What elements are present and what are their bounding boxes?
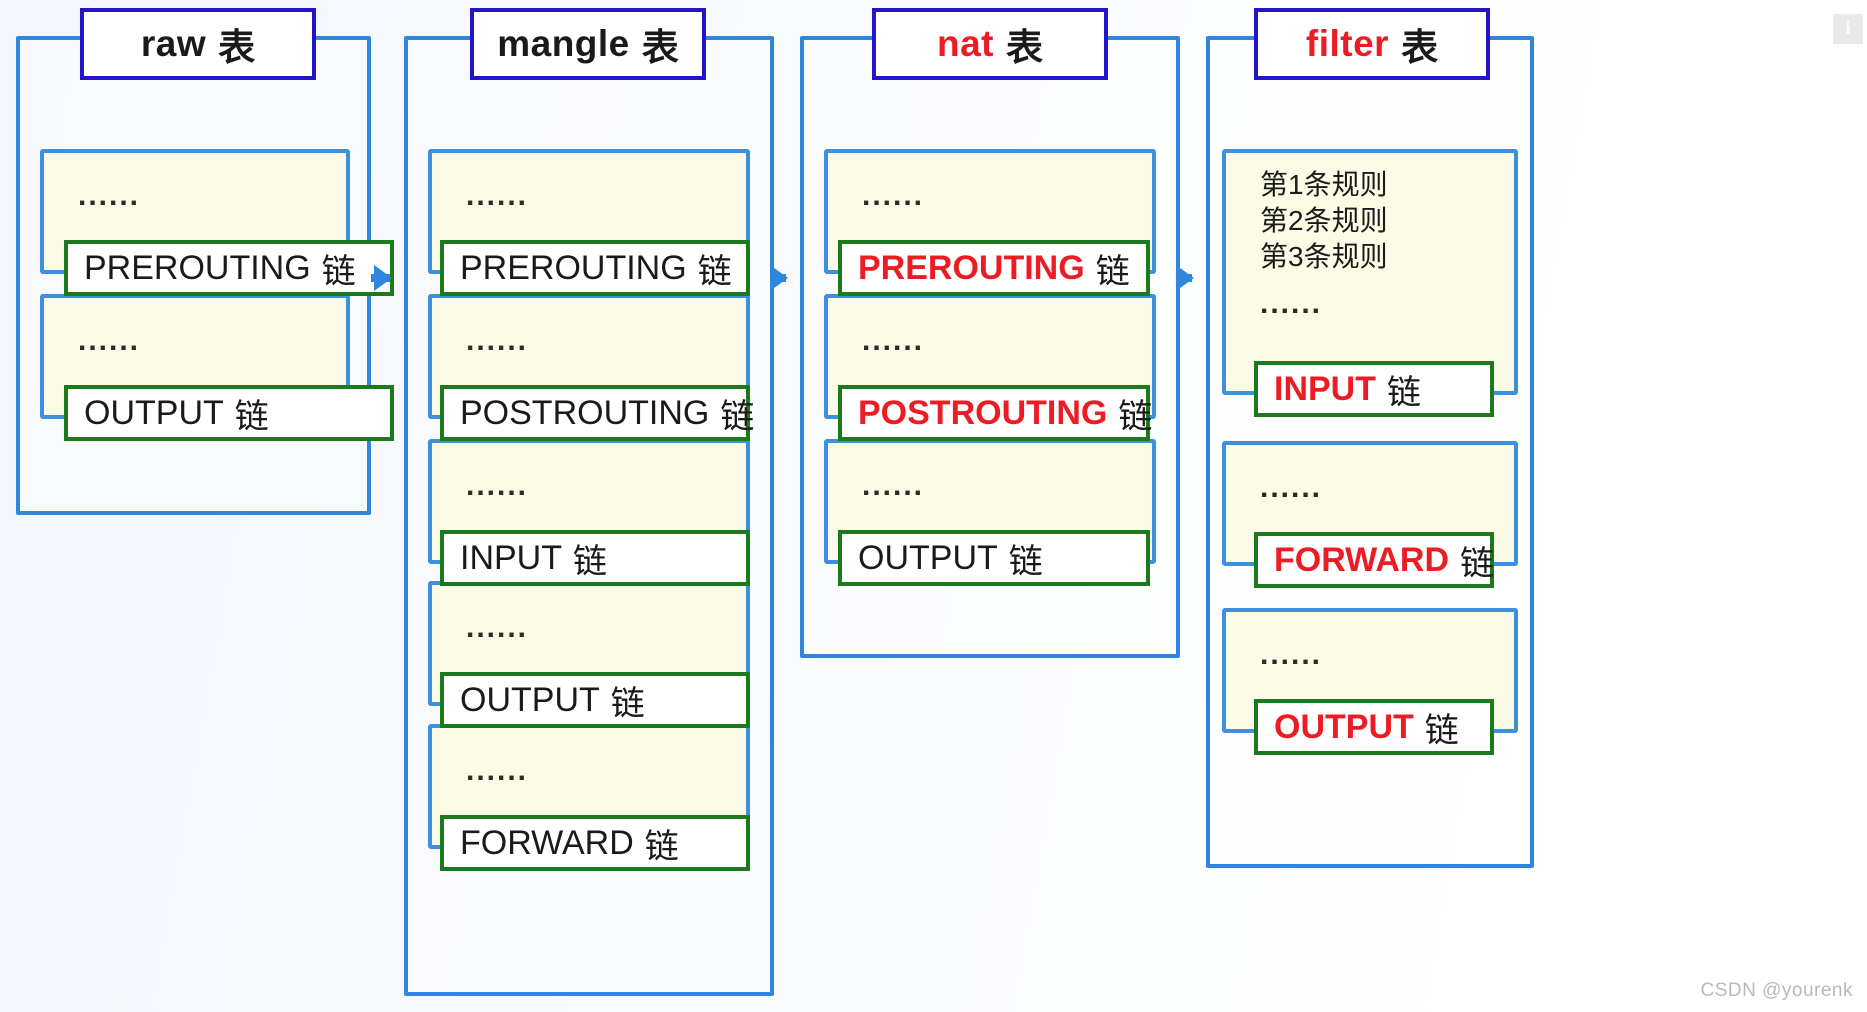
- chain-suffix: 链: [573, 542, 607, 581]
- chain-name: INPUT: [460, 538, 562, 577]
- table-title-suffix: 表: [1401, 27, 1439, 68]
- chain-suffix: 链: [234, 397, 269, 436]
- rule-list: 第1条规则第2条规则第3条规则: [1260, 167, 1388, 275]
- chain-name: PREROUTING: [84, 248, 311, 287]
- info-icon: i: [1833, 14, 1863, 44]
- rule-line: 第2条规则: [1260, 205, 1388, 236]
- chain-box-filter-output[interactable]: OUTPUT 链: [1254, 699, 1494, 755]
- chain-name: POSTROUTING: [858, 393, 1108, 432]
- chain-suffix: 链: [1387, 373, 1421, 412]
- chain-name: PREROUTING: [858, 248, 1085, 287]
- table-title-filter[interactable]: filter 表: [1254, 8, 1490, 80]
- chain-name: INPUT: [1274, 369, 1376, 408]
- chain-name: FORWARD: [1274, 540, 1450, 579]
- chain-name: OUTPUT: [858, 538, 998, 577]
- ellipsis-dots: ......: [78, 324, 141, 357]
- table-title-name: filter: [1305, 23, 1390, 64]
- chain-suffix: 链: [1095, 252, 1130, 291]
- chain-box-raw-prerouting[interactable]: PREROUTING 链: [64, 240, 394, 296]
- chain-box-mangle-forward[interactable]: FORWARD 链: [440, 815, 750, 871]
- chain-box-mangle-prerouting[interactable]: PREROUTING 链: [440, 240, 750, 296]
- ellipsis-dots: ......: [466, 611, 529, 644]
- ellipsis-dots: ......: [466, 179, 529, 212]
- chain-suffix: 链: [1460, 544, 1495, 583]
- chain-suffix: 链: [644, 827, 679, 866]
- table-title-suffix: 表: [218, 27, 256, 68]
- chain-suffix: 链: [1118, 397, 1153, 436]
- chain-name: PREROUTING: [460, 248, 687, 287]
- chain-box-raw-output[interactable]: OUTPUT 链: [64, 385, 394, 441]
- ellipsis-dots: ......: [78, 179, 141, 212]
- watermark: CSDN @yourenk: [1700, 980, 1853, 1001]
- table-title-mangle[interactable]: mangle 表: [470, 8, 706, 80]
- chain-suffix: 链: [610, 684, 645, 723]
- ellipsis-dots: ......: [466, 754, 529, 787]
- ellipsis-dots: ......: [1260, 287, 1323, 320]
- ellipsis-dots: ......: [466, 469, 529, 502]
- chain-box-filter-input[interactable]: INPUT 链: [1254, 361, 1494, 417]
- chain-suffix: 链: [321, 252, 356, 291]
- ellipsis-dots: ......: [862, 179, 925, 212]
- table-title-name: nat: [937, 23, 994, 64]
- table-title-name: mangle: [497, 23, 630, 64]
- chain-suffix: 链: [697, 252, 732, 291]
- chain-name: OUTPUT: [460, 680, 600, 719]
- chain-box-filter-forward[interactable]: FORWARD 链: [1254, 532, 1494, 588]
- table-title-name: raw: [140, 23, 207, 64]
- chain-box-nat-output[interactable]: OUTPUT 链: [838, 530, 1150, 586]
- chain-box-mangle-input[interactable]: INPUT 链: [440, 530, 750, 586]
- chain-suffix: 链: [1008, 542, 1043, 581]
- chain-box-nat-postrouting[interactable]: POSTROUTING 链: [838, 385, 1153, 441]
- ellipsis-dots: ......: [1260, 471, 1323, 504]
- chain-group-filter-input[interactable]: 第1条规则第2条规则第3条规则......: [1222, 149, 1518, 395]
- table-title-suffix: 表: [1006, 27, 1043, 68]
- flow-arrow-raw-to-mangle: [371, 265, 392, 291]
- chain-name: OUTPUT: [1274, 707, 1414, 746]
- table-title-suffix: 表: [641, 27, 679, 68]
- chain-suffix: 链: [720, 397, 755, 436]
- chain-box-mangle-postrouting[interactable]: POSTROUTING 链: [440, 385, 754, 441]
- chain-suffix: 链: [1424, 711, 1459, 750]
- chain-box-mangle-output[interactable]: OUTPUT 链: [440, 672, 750, 728]
- chain-name: POSTROUTING: [460, 393, 710, 432]
- table-title-raw[interactable]: raw 表: [80, 8, 316, 80]
- chain-box-nat-prerouting[interactable]: PREROUTING 链: [838, 240, 1150, 296]
- flow-arrow-mangle-to-nat: [770, 265, 788, 291]
- chain-name: FORWARD: [460, 823, 634, 862]
- ellipsis-dots: ......: [862, 469, 925, 502]
- table-title-nat[interactable]: nat 表: [872, 8, 1108, 80]
- rule-line: 第1条规则: [1260, 169, 1388, 200]
- chain-name: OUTPUT: [84, 393, 224, 432]
- ellipsis-dots: ......: [1260, 638, 1323, 671]
- ellipsis-dots: ......: [466, 324, 529, 357]
- ellipsis-dots: ......: [862, 324, 925, 357]
- flow-arrow-nat-to-filter: [1176, 265, 1194, 291]
- rule-line: 第3条规则: [1260, 241, 1388, 272]
